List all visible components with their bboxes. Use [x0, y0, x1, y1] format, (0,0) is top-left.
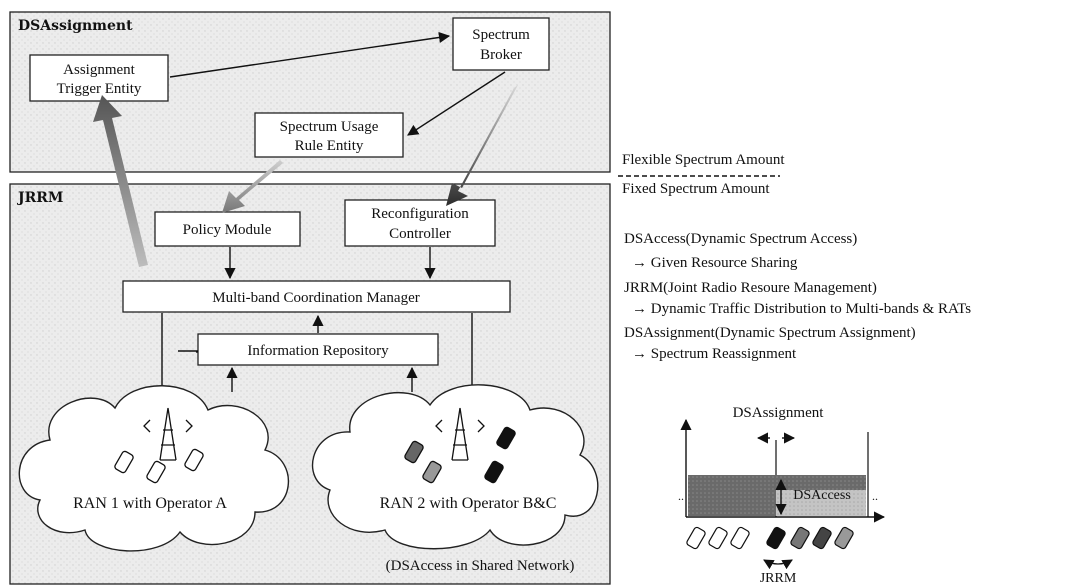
ran1-label: RAN 1 with Operator A [73, 495, 227, 512]
shared-network-note: (DSAccess in Shared Network) [386, 558, 575, 574]
policy-module-label: Policy Module [183, 222, 272, 238]
spectrum-usage-line1: Spectrum Usage [280, 119, 379, 135]
coordination-label: Multi-band Coordination Manager [212, 290, 419, 306]
information-repository: Information Repository [197, 333, 439, 366]
assignment-trigger-entity: Assignment Trigger Entity [29, 54, 169, 102]
jrrm-panel-label: JRRM [16, 190, 63, 206]
dsassignment-panel-label: DSAssignment [18, 18, 133, 34]
ran2-label: RAN 2 with Operator B&C [380, 495, 557, 512]
spectrum-broker: Spectrum Broker [452, 17, 550, 71]
antenna-icon [143, 407, 193, 461]
mini-chart-top-label: DSAssignment [733, 405, 825, 421]
reconfig-line2: Controller [389, 226, 451, 242]
arrow-icon [407, 71, 506, 136]
legend-dsassignment-desc: → Spectrum Reassignment [632, 346, 797, 362]
assignment-trigger-line2: Trigger Entity [57, 81, 142, 97]
dark-band [688, 475, 776, 516]
ran2-cloud: RAN 2 with Operator B&C [311, 384, 599, 550]
cell-phone-icon [114, 448, 204, 484]
mini-chart-left-dots: .. [678, 489, 684, 503]
antenna-icon [435, 407, 485, 461]
dark-band-top [776, 475, 866, 490]
fixed-spectrum-label: Fixed Spectrum Amount [622, 181, 770, 197]
jrrm-to-trigger-arrow [93, 95, 148, 267]
flexible-spectrum-label: Flexible Spectrum Amount [622, 152, 785, 168]
spectrum-usage-line2: Rule Entity [295, 138, 364, 154]
cell-phone-icon [404, 426, 516, 484]
reconfig-line1: Reconfiguration [371, 206, 469, 222]
multi-band-coordination-manager: Multi-band Coordination Manager [122, 280, 511, 313]
arrow-icon [169, 31, 451, 78]
spectrum-broker-line1: Spectrum [472, 27, 530, 43]
legend-dsaccess-desc: → Given Resource Sharing [632, 255, 798, 271]
mini-chart-bottom-label: JRRM [760, 571, 797, 586]
assignment-trigger-line1: Assignment [63, 62, 136, 78]
mini-chart-inner-label: DSAccess [793, 488, 851, 503]
spectrum-usage-rule-entity: Spectrum Usage Rule Entity [254, 112, 404, 158]
cell-phone-icon [686, 526, 854, 550]
repository-label: Information Repository [247, 343, 389, 359]
spectrum-broker-line2: Broker [480, 47, 522, 63]
mini-chart-right-dots: .. [872, 489, 878, 503]
legend-jrrm-desc: → Dynamic Traffic Distribution to Multi-… [632, 301, 972, 317]
mini-spectrum-chart: DSAssignment DSAccess .. .. JRRM [678, 405, 886, 586]
light-band [776, 490, 866, 516]
legend-dsassignment-title: DSAssignment(Dynamic Spectrum Assignment… [624, 325, 916, 341]
legend-dsaccess-title: DSAccess(Dynamic Spectrum Access) [624, 231, 858, 247]
policy-module: Policy Module [154, 211, 301, 247]
broker-to-reconfig-arrow [446, 85, 518, 206]
reconfiguration-controller: Reconfiguration Controller [344, 199, 496, 247]
usage-to-policy-arrow [222, 160, 283, 213]
legend-jrrm-title: JRRM(Joint Radio Resoure Management) [624, 280, 877, 296]
